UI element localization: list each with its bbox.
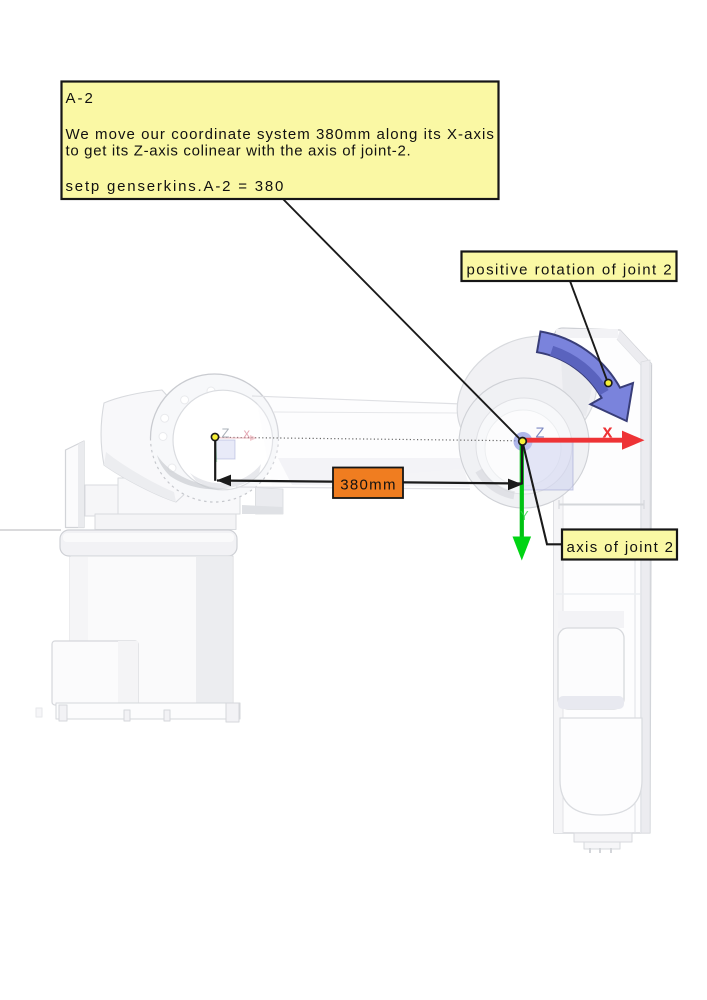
svg-text:positive rotation of joint 2: positive rotation of joint 2 <box>467 262 674 279</box>
svg-text:380mm: 380mm <box>340 477 397 494</box>
svg-text:x: x <box>244 426 251 441</box>
svg-text:Z: Z <box>222 426 230 441</box>
svg-text:Z: Z <box>536 426 545 442</box>
svg-text:x: x <box>603 422 613 442</box>
svg-text:to get its Z-axis colinear wit: to get its Z-axis colinear with the axis… <box>66 143 412 160</box>
svg-text:axis of joint 2: axis of joint 2 <box>567 539 675 556</box>
svg-text:setp genserkins.A-2 = 380: setp genserkins.A-2 = 380 <box>66 178 286 195</box>
svg-text:Y: Y <box>520 508 529 523</box>
svg-text:We move our coordinate system: We move our coordinate system 380mm alon… <box>66 126 495 143</box>
svg-text:A-2: A-2 <box>66 90 95 107</box>
